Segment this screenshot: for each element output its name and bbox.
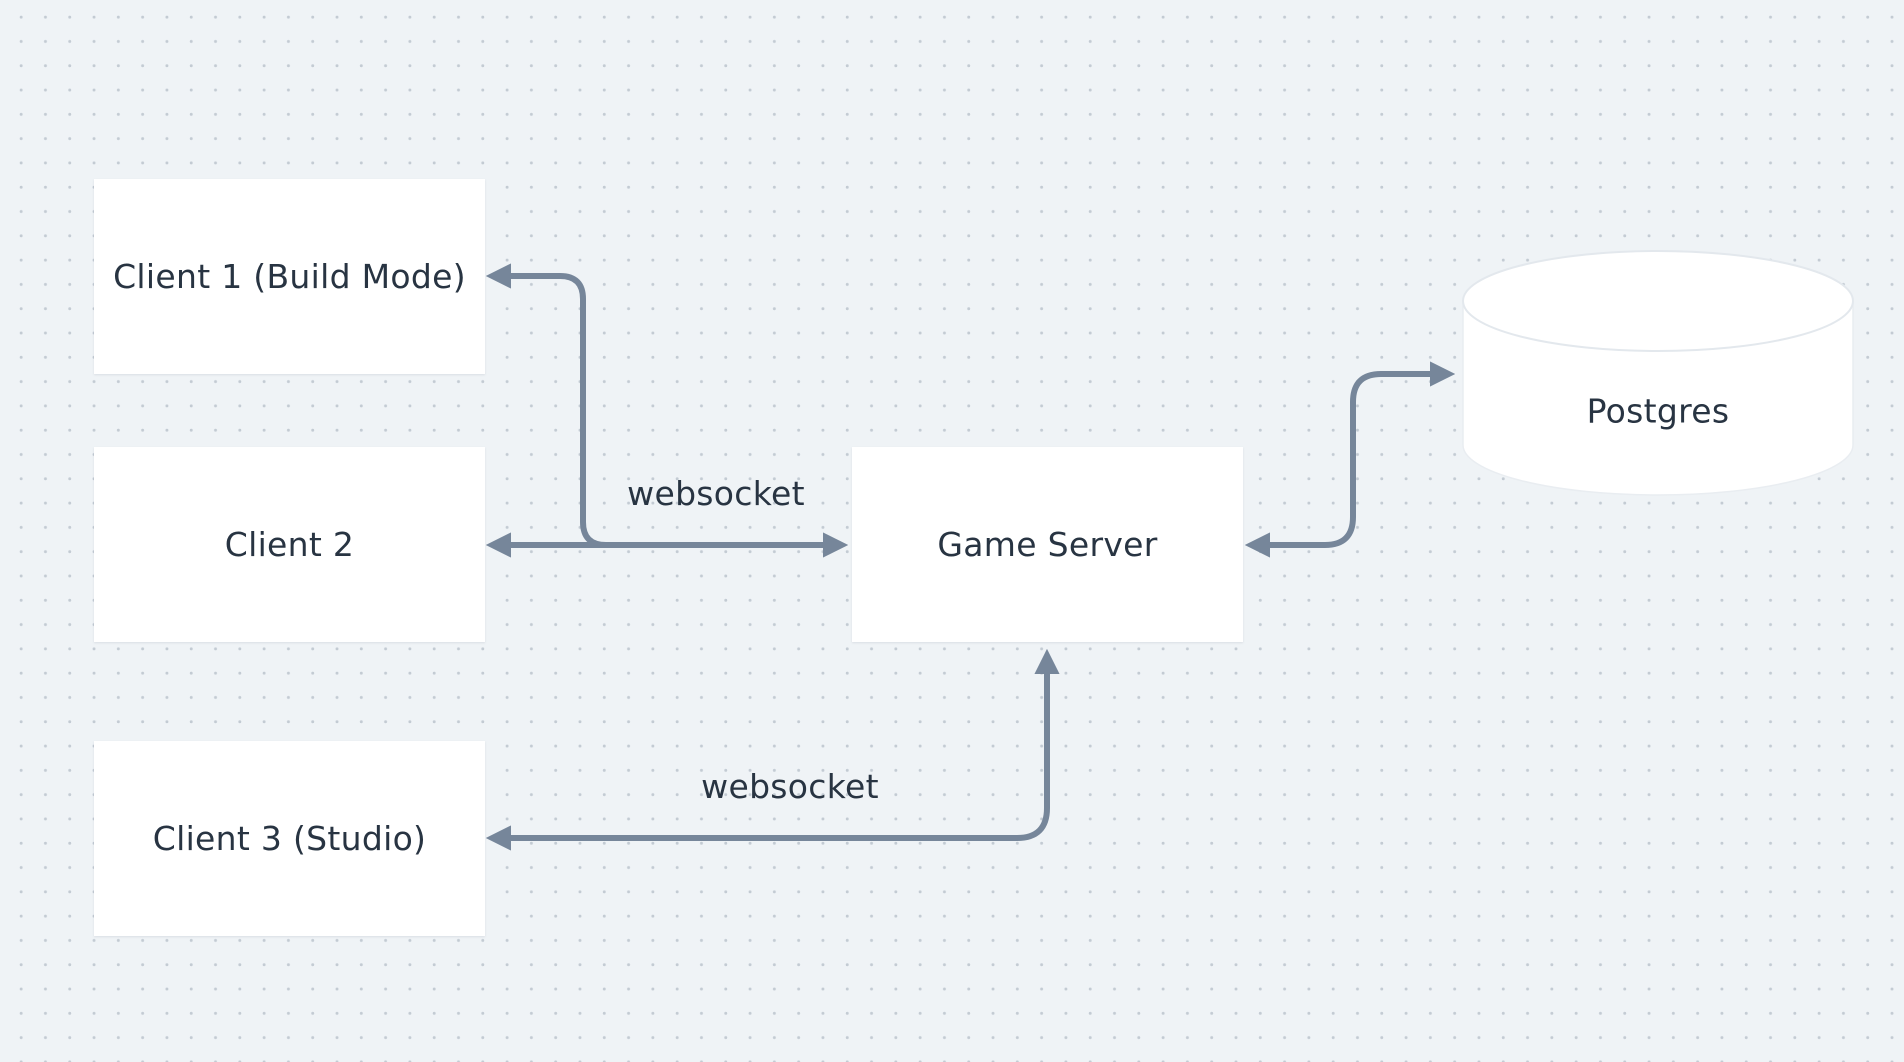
client3-node[interactable]: Client 3 (Studio) <box>94 741 485 936</box>
client1-node[interactable]: Client 1 (Build Mode) <box>94 179 485 374</box>
client2-label: Client 2 <box>224 525 355 564</box>
websocket-label-top: websocket <box>627 474 805 513</box>
client2-node[interactable]: Client 2 <box>94 447 485 642</box>
game-server-node[interactable]: Game Server <box>852 447 1243 642</box>
game-server-label: Game Server <box>937 525 1158 564</box>
connector-server-database <box>1244 361 1456 558</box>
database-label: Postgres <box>1586 391 1730 431</box>
connector-client3-server <box>485 648 1060 851</box>
client3-label: Client 3 (Studio) <box>152 819 427 858</box>
websocket-label-bottom: websocket <box>701 767 879 806</box>
client1-label: Client 1 (Build Mode) <box>113 257 466 296</box>
connector-client1 <box>485 263 612 548</box>
database-cylinder[interactable] <box>1462 250 1854 496</box>
